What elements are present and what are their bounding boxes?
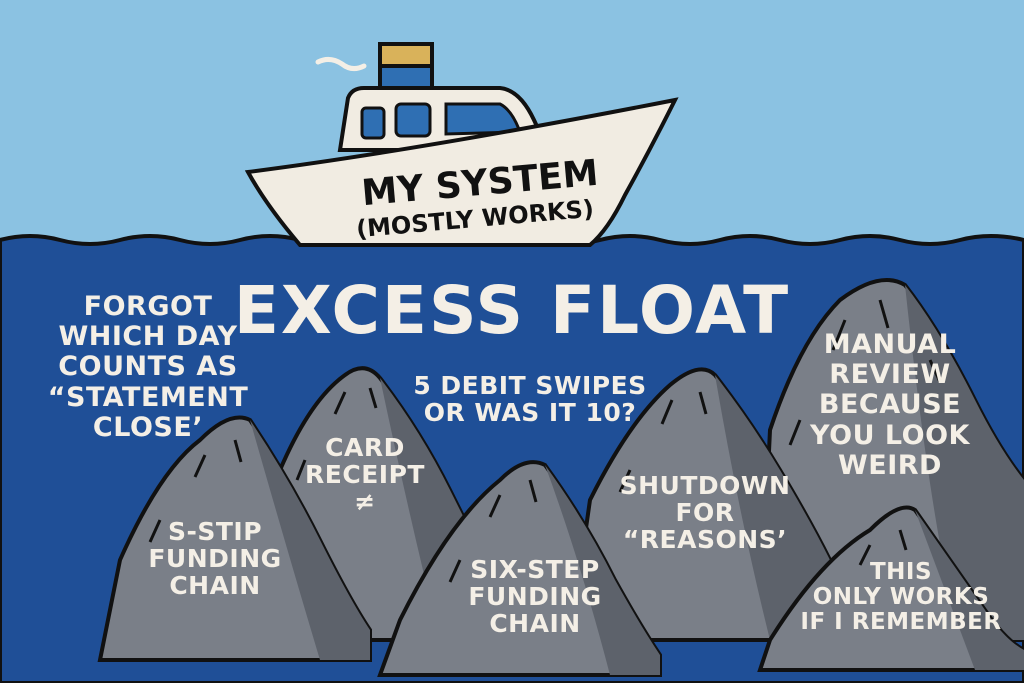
annotation-line: IF I REMEMBER [800,608,1002,635]
annotation-line: CARD [325,433,405,462]
smoke [315,56,367,72]
annotation-manual: MANUAL REVIEW BECAUSE YOU LOOK WEIRD [790,329,990,481]
annotation-sstip: S-STIP FUNDING CHAIN [130,518,300,599]
boat [244,42,679,247]
annotation-card-receipt: CARD RECEIPT ≠ [290,434,440,515]
headline-excess-float: EXCESS FLOAT [233,272,791,349]
window-2 [394,102,432,138]
annotation-line: S-STIP [167,517,263,546]
annotation-remember: THIS ONLY WORKS IF I REMEMBER [796,560,1006,634]
annotation-line: SIX-STEP [470,555,600,584]
annotation-line: WEIRD [838,449,942,481]
hull [244,97,679,247]
annotation-line: REVIEW [829,359,951,391]
annotation-line: “STATEMENT [47,381,249,413]
annotation-line: YOU LOOK [810,419,970,451]
rock-sixstep [377,460,662,677]
annotation-line: THIS [869,559,933,585]
annotation-line: CHAIN [489,609,581,638]
rock-shutdown [567,367,832,642]
annotation-forgot: FORGOT WHICH DAY COUNTS AS “STATEMENT CL… [28,291,268,443]
annotation-line: FORGOT [83,291,213,322]
annotation-line: BECAUSE [818,389,962,421]
annotation-line: OR WAS IT 10? [423,398,637,427]
annotation-line: RECEIPT [305,460,425,489]
rock-sstip [97,415,372,662]
annotation-sixstep: SIX-STEP FUNDING CHAIN [450,556,620,637]
annotation-line: FOR [675,498,735,527]
annotation-line: “REASONS’ [622,525,788,554]
annotation-line: 5 DEBIT SWIPES [413,371,647,400]
annotation-line: FUNDING [148,544,282,573]
annotation-line: CLOSE’ [92,411,204,443]
annotation-line: ≠ [354,487,376,516]
annotation-line: FUNDING [468,582,602,611]
annotation-line: WHICH DAY [58,321,238,353]
annotation-line: ONLY WORKS [812,583,990,610]
funnel-top [378,42,434,68]
annotation-line: SHUTDOWN [619,471,791,500]
annotation-swipes: 5 DEBIT SWIPES OR WAS IT 10? [410,372,650,426]
window-1 [360,106,386,140]
annotation-line: MANUAL [823,329,957,360]
annotation-shutdown: SHUTDOWN FOR “REASONS’ [605,472,805,553]
annotation-line: CHAIN [169,571,261,600]
rock-remember [757,505,1024,672]
annotation-line: COUNTS AS [58,351,238,383]
